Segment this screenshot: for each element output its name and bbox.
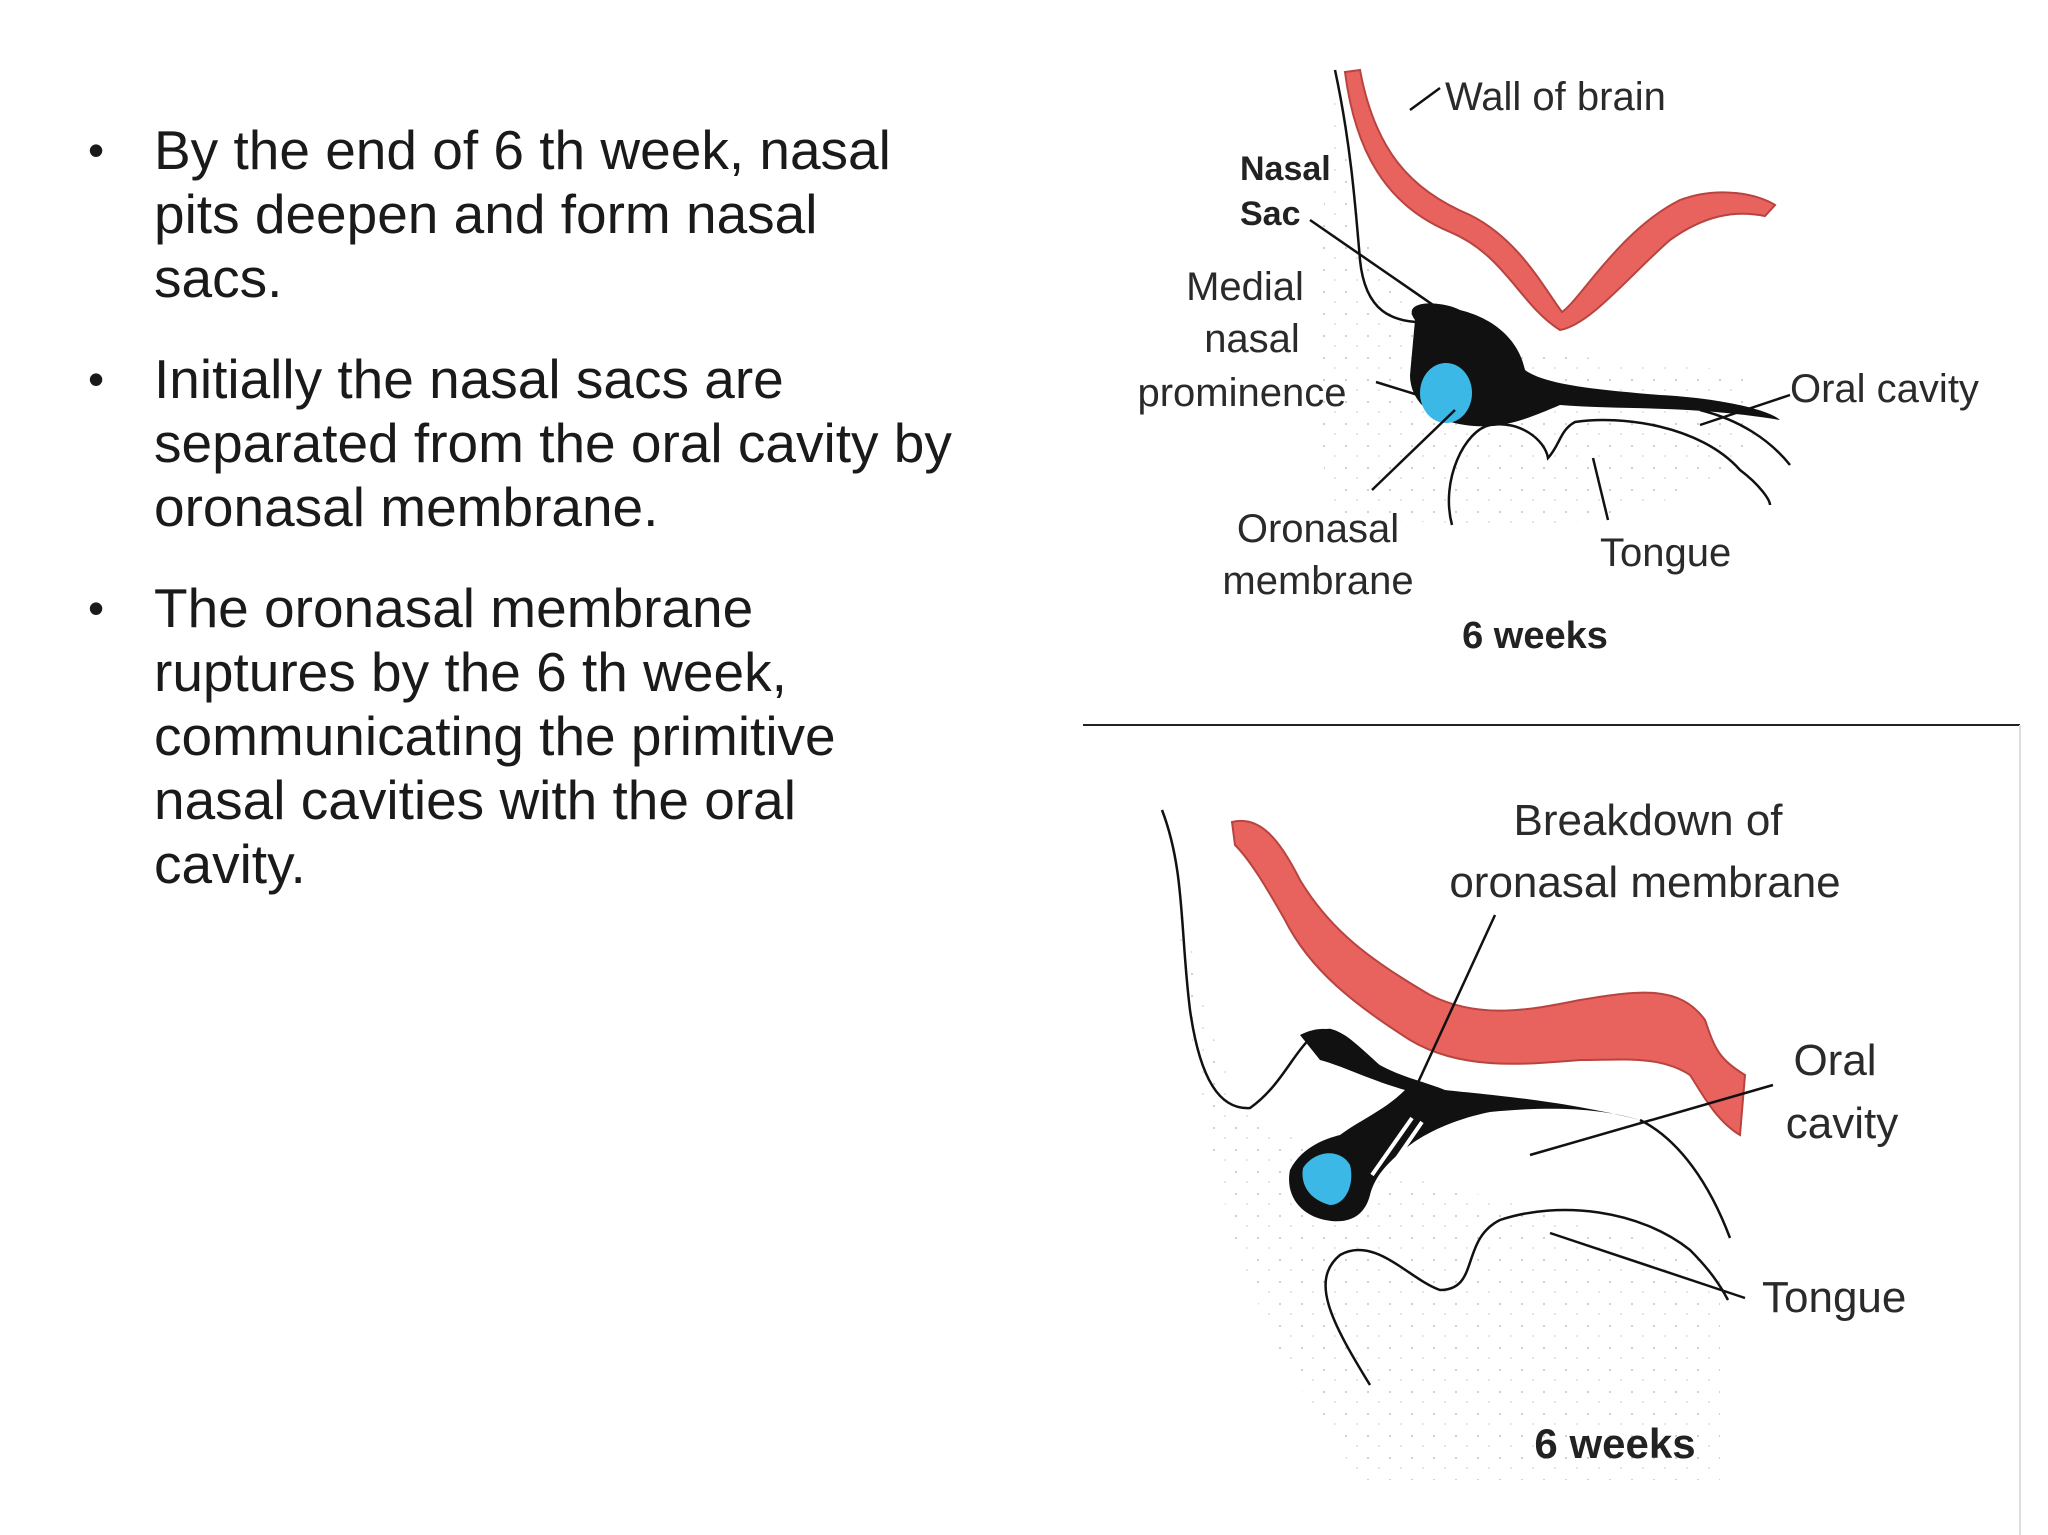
bullet-dot: • [88, 582, 105, 634]
label-oronasal-membrane: Oronasal [1237, 507, 1399, 551]
label-medial-nasal-prominence: nasal [1204, 317, 1300, 361]
face-outline [1333, 69, 1436, 324]
label-nasal-sac: Nasal [1240, 150, 1331, 188]
tongue-outline [1447, 418, 1772, 526]
mesenchyme-texture [1316, 72, 1760, 525]
label-tongue: Tongue [1600, 531, 1731, 575]
nasal-lumen [1302, 1153, 1352, 1205]
leader-breakdown [1408, 914, 1497, 1101]
label-tongue: Tongue [1762, 1273, 1906, 1322]
bullet-dot: • [88, 124, 105, 176]
bullet-text: By the end of 6 th week, nasal pits deep… [154, 119, 891, 309]
label-oral-cavity: Oral cavity [1790, 367, 1979, 411]
leader-medial-prominence [1375, 380, 1419, 397]
tongue-outline [1324, 1208, 1730, 1386]
figure-top: Wall of brain Nasal Sac Medial nasal pro… [1137, 68, 1979, 657]
figure-bottom-caption: 6 weeks [1534, 1420, 1695, 1467]
bullet-item: • Initially the nasal sacs are separated … [80, 347, 960, 539]
bullet-text: Initially the nasal sacs are separated f… [154, 348, 952, 538]
bullet-item: • The oronasal membrane ruptures by the 6… [80, 576, 960, 896]
oral-roof-line [1699, 408, 1791, 466]
figure-top-caption: 6 weeks [1462, 615, 1608, 657]
brain-wall [1230, 819, 1747, 1137]
face-outline [1160, 809, 1396, 1110]
bullet-dot: • [88, 353, 105, 405]
nasal-lumen [1420, 363, 1472, 423]
label-oral-cavity: Oral [1793, 1036, 1876, 1085]
leader-tongue [1591, 457, 1610, 521]
label-breakdown: oronasal membrane [1449, 858, 1840, 907]
label-wall-of-brain: Wall of brain [1445, 75, 1666, 119]
bullet-list: • By the end of 6 th week, nasal pits dee… [80, 118, 960, 933]
membrane-gap [1370, 1116, 1424, 1182]
leader-tongue [1549, 1231, 1746, 1300]
nasal-sac-outline [1289, 1028, 1640, 1222]
label-medial-nasal-prominence: Medial [1186, 265, 1304, 309]
leader-nasal-sac [1309, 218, 1521, 367]
label-breakdown: Breakdown of [1513, 796, 1783, 845]
bullet-item: • By the end of 6 th week, nasal pits dee… [80, 118, 960, 310]
label-medial-nasal-prominence: prominence [1137, 371, 1346, 415]
label-nasal-sac: Sac [1240, 195, 1301, 233]
figure-bottom: Breakdown of oronasal membrane Oral cavi… [1160, 796, 1906, 1480]
leader-oronasal [1371, 409, 1456, 491]
mesenchyme-texture [1170, 820, 1720, 1480]
oral-roof-line [1639, 1118, 1732, 1239]
label-oral-cavity: cavity [1786, 1099, 1898, 1148]
bullet-text: The oronasal membrane ruptures by the 6 … [154, 577, 836, 895]
leader-wall-of-brain [1409, 86, 1441, 112]
leader-oral-cavity [1529, 1083, 1774, 1157]
label-oronasal-membrane: membrane [1222, 559, 1413, 603]
brain-wall [1343, 68, 1777, 332]
nasal-sac-outline [1410, 303, 1780, 427]
leader-oral-cavity [1699, 393, 1791, 427]
